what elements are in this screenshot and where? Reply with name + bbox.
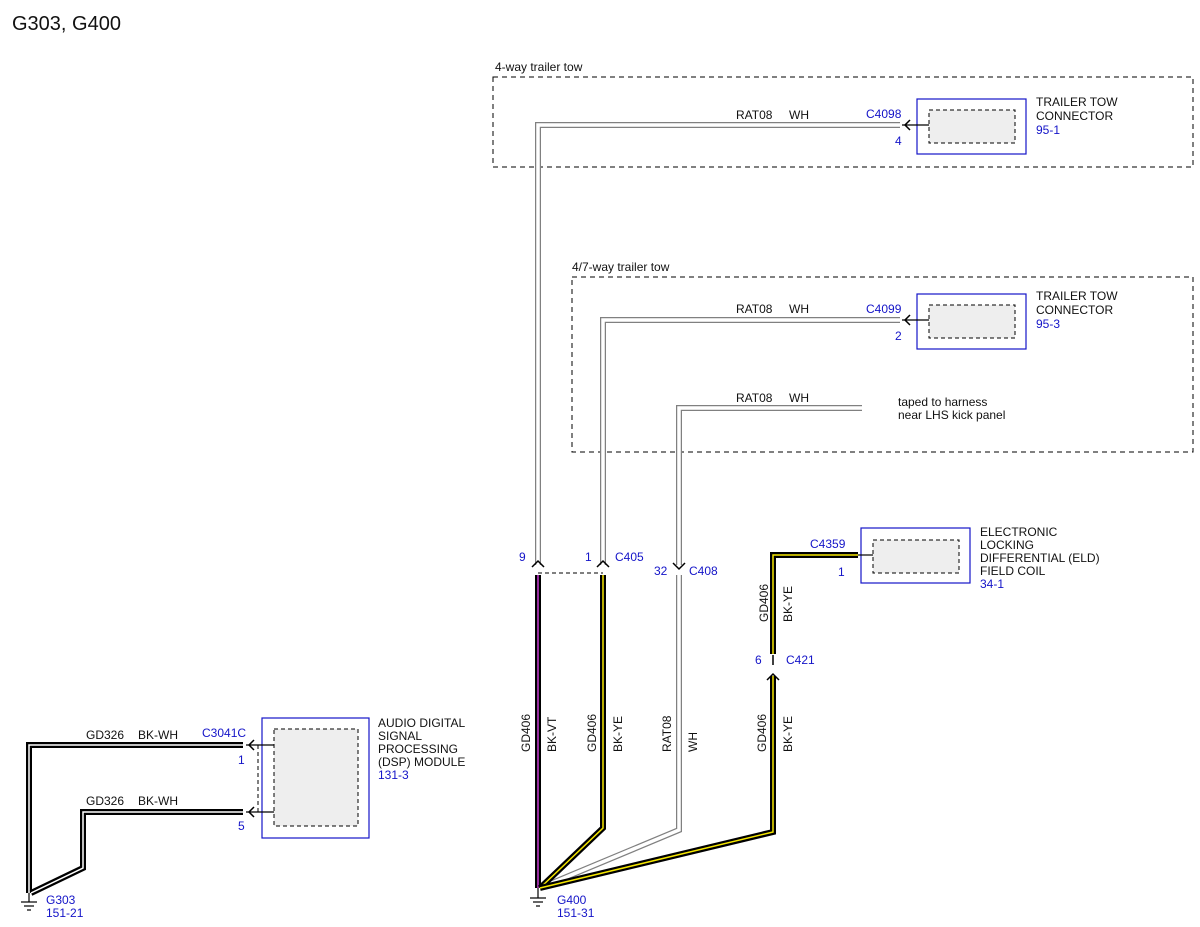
zone-47way-label: 4/7-way trailer tow — [572, 260, 670, 274]
c408-label: C408 — [689, 564, 718, 578]
wire-rat08-lower — [538, 575, 682, 891]
gd406-vt-circuit: GD406 — [519, 714, 533, 752]
wire-gd406-bk-ye-eld-lower — [539, 676, 776, 891]
gd406-eld-upper-circuit: GD406 — [757, 584, 771, 622]
gd326-bottom-circuit: GD326 — [86, 794, 124, 808]
c405-label: C405 — [615, 550, 644, 564]
c421-pin: 6 — [755, 653, 762, 667]
c421-connector-symbol — [766, 655, 780, 681]
dsp-module — [246, 717, 370, 839]
dsp-name: AUDIO DIGITAL — [378, 716, 465, 730]
c408-connector-symbol — [672, 562, 686, 571]
wire-gd326-top — [26, 742, 243, 893]
wire-rat08-4way — [535, 122, 900, 565]
dsp-name-3: PROCESSING — [378, 742, 458, 756]
rat08-4way-color: WH — [789, 108, 809, 122]
dsp-ref: 131-3 — [378, 768, 409, 782]
trailer-tow-connector-95-1 — [902, 98, 1027, 155]
c3041c-label: C3041C — [202, 726, 246, 740]
c4099-label: C4099 — [866, 302, 902, 316]
c4098-label: C4098 — [866, 107, 902, 121]
eld-field-coil-module — [858, 527, 971, 584]
gd406-ye-circuit: GD406 — [585, 714, 599, 752]
gd406-eld-upper-color: BK-YE — [781, 586, 795, 622]
wire-gd406-bk-ye-c405 — [537, 575, 606, 891]
gd406-eld-lower-circuit: GD406 — [755, 714, 769, 752]
c4359-label: C4359 — [810, 537, 846, 551]
wire-gd406-bk-ye-eld-upper — [770, 552, 858, 654]
zone-4way-label: 4-way trailer tow — [495, 60, 583, 74]
zone-4way-trailer-tow — [492, 76, 1194, 168]
gd406-ye-color: BK-YE — [611, 716, 625, 752]
eld-name-3: DIFFERENTIAL (ELD) — [980, 551, 1100, 565]
rat08-47way-color: WH — [789, 302, 809, 316]
gd326-top-color: BK-WH — [138, 728, 178, 742]
rat08-vertical-circuit: RAT08 — [660, 715, 674, 752]
c408-pin: 32 — [654, 564, 668, 578]
eld-name-4: FIELD COIL — [980, 564, 1046, 578]
c3041c-pin-5: 5 — [238, 819, 245, 833]
wire-rat08-taped — [676, 405, 862, 565]
pin-arrow-icon — [247, 739, 255, 751]
taped-note-2: near LHS kick panel — [898, 408, 1005, 422]
eld-name-2: LOCKING — [980, 538, 1034, 552]
rat08-taped-circuit: RAT08 — [736, 391, 773, 405]
rat08-47way-circuit: RAT08 — [736, 302, 773, 316]
taped-note: taped to harness — [898, 395, 987, 409]
gd406-vt-color: BK-VT — [545, 716, 559, 752]
zone-47way-trailer-tow — [571, 276, 1194, 453]
c4099-pin: 2 — [895, 329, 902, 343]
dsp-name-4: (DSP) MODULE — [378, 755, 465, 769]
g400-name: G400 — [557, 893, 587, 907]
c421-label: C421 — [786, 653, 815, 667]
c4359-pin: 1 — [838, 565, 845, 579]
rat08-taped-color: WH — [789, 391, 809, 405]
page-title: G303, G400 — [12, 13, 121, 35]
g303-ref: 151-21 — [46, 906, 84, 920]
rat08-4way-circuit: RAT08 — [736, 108, 773, 122]
wire-gd326-bottom — [29, 809, 243, 896]
c4098-pin: 4 — [895, 134, 902, 148]
dsp-name-2: SIGNAL — [378, 729, 422, 743]
g303-name: G303 — [46, 893, 76, 907]
eld-ref: 34-1 — [980, 577, 1004, 591]
g400-ref: 151-31 — [557, 906, 595, 920]
trailer-tow-95-3-name: TRAILER TOW — [1036, 289, 1118, 303]
pin-arrow-icon — [247, 806, 255, 818]
gd406-eld-lower-color: BK-YE — [781, 716, 795, 752]
c405-pin-9: 9 — [519, 550, 526, 564]
pin-arrow-icon — [903, 314, 911, 326]
trailer-tow-95-3-ref: 95-3 — [1036, 317, 1060, 331]
rat08-vertical-color: WH — [686, 732, 700, 752]
trailer-tow-95-1-name-2: CONNECTOR — [1036, 109, 1113, 123]
c405-connector-symbol — [531, 559, 610, 574]
c3041c-pin-1: 1 — [238, 753, 245, 767]
gd326-bottom-color: BK-WH — [138, 794, 178, 808]
trailer-tow-connector-95-3 — [902, 293, 1027, 350]
gd326-top-circuit: GD326 — [86, 728, 124, 742]
ground-g400-icon — [530, 888, 546, 907]
trailer-tow-95-3-name-2: CONNECTOR — [1036, 303, 1113, 317]
c405-pin-1: 1 — [585, 550, 592, 564]
trailer-tow-95-1-ref: 95-1 — [1036, 123, 1060, 137]
eld-name: ELECTRONIC — [980, 525, 1058, 539]
pin-arrow-icon — [903, 119, 911, 131]
ground-g303-icon — [21, 893, 37, 911]
trailer-tow-95-1-name: TRAILER TOW — [1036, 95, 1118, 109]
wire-rat08-47way — [600, 317, 900, 565]
